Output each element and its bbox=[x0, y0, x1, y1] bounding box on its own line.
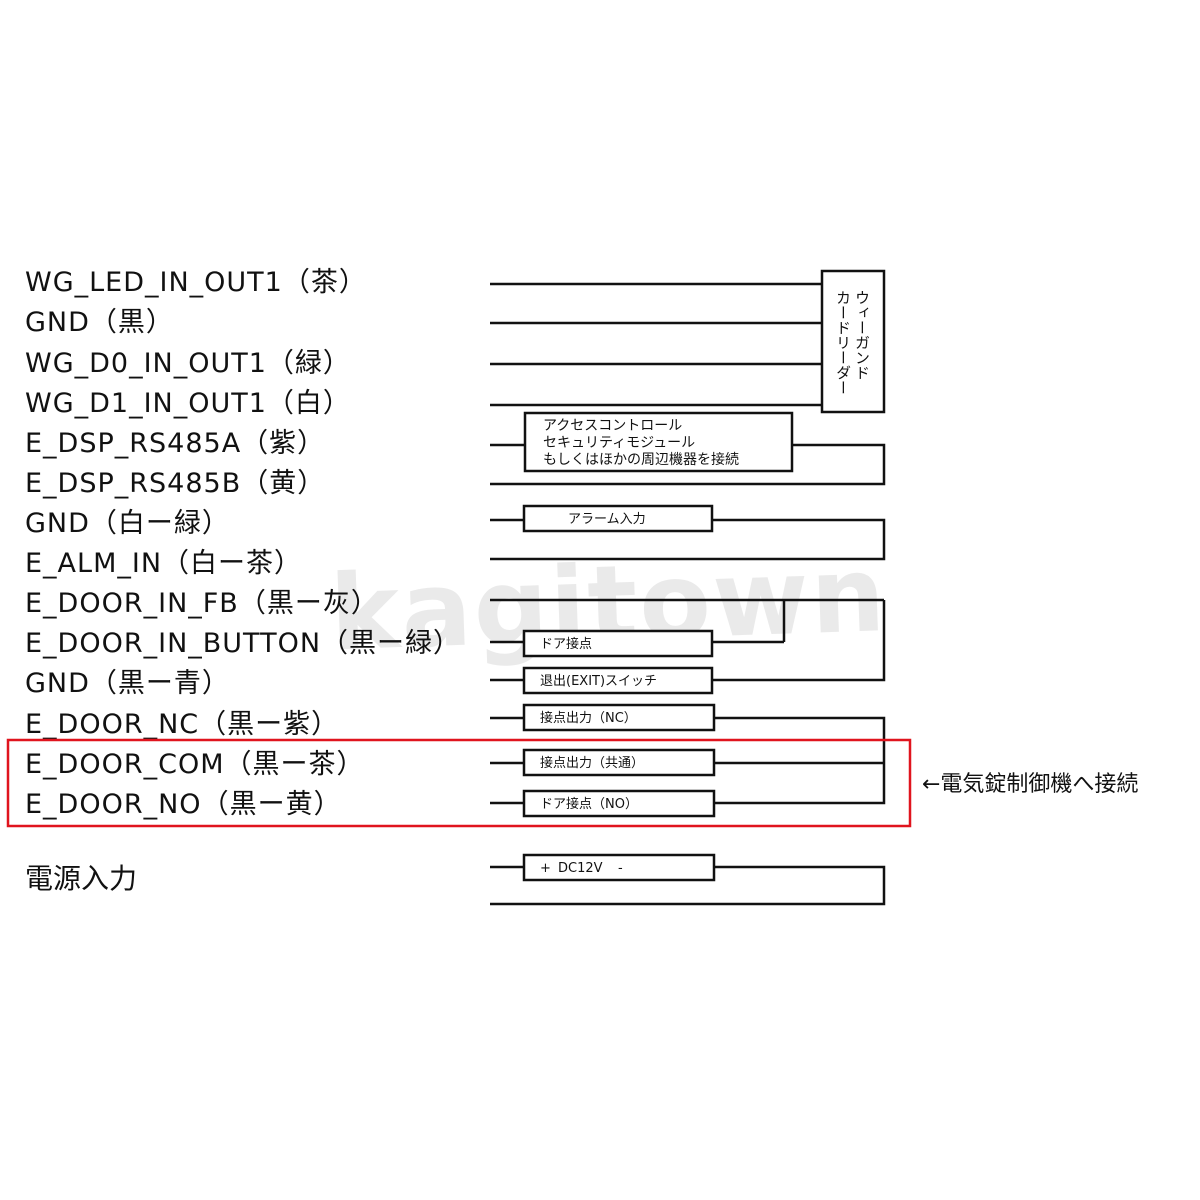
power-wires bbox=[490, 865, 886, 906]
exit-switch-box bbox=[522, 666, 714, 695]
exit-switch-label: 退出(EXIT)スイッチ bbox=[540, 674, 657, 689]
wiegand-reader-box bbox=[820, 269, 886, 414]
door-contact-no-label: ドア接点（NO） bbox=[540, 796, 638, 812]
dc12v-box bbox=[522, 853, 716, 882]
door-contact-box bbox=[522, 629, 714, 658]
electric-lock-note: ←電気錠制御機へ接続 bbox=[922, 772, 1138, 797]
pin-label: E_ALM_IN（白ー茶） bbox=[25, 548, 302, 579]
pin-label: GND（白ー緑） bbox=[25, 508, 230, 539]
wire-loop bbox=[490, 518, 886, 561]
contact-output-com-label: 接点出力（共通） bbox=[540, 755, 644, 771]
pin-label: E_DOOR_NC（黒ー紫） bbox=[25, 709, 339, 740]
pin-label: WG_D0_IN_OUT1（緑） bbox=[25, 348, 351, 379]
access-module-label-3: もしくはほかの周辺機器を接続 bbox=[543, 451, 739, 468]
wire-loop bbox=[490, 865, 886, 906]
door-output-wires bbox=[490, 716, 886, 805]
door-contact-label: ドア接点 bbox=[540, 636, 592, 652]
door-contact-no-box bbox=[522, 789, 716, 818]
pin-label: E_DSP_RS485B（黄） bbox=[25, 468, 325, 499]
pin-label: E_DOOR_COM（黒ー茶） bbox=[25, 749, 365, 780]
pin-label: WG_LED_IN_OUT1（茶） bbox=[25, 267, 367, 298]
contact-output-com-box bbox=[522, 748, 716, 777]
wiegand-reader-label-1: ウィーガンド bbox=[853, 290, 871, 380]
access-module-label-2: セキュリティモジュール bbox=[543, 435, 695, 451]
pin-label: GND（黒） bbox=[25, 307, 174, 338]
highlight-frame bbox=[6, 738, 912, 828]
pin-label: GND（黒ー青） bbox=[25, 668, 230, 699]
wire-loop bbox=[714, 716, 886, 805]
wiegand-wires bbox=[490, 282, 822, 407]
rs485-wires bbox=[490, 443, 886, 486]
alarm-input-label: アラーム入力 bbox=[568, 512, 646, 527]
door-input-wires bbox=[490, 598, 886, 682]
alarm-wires bbox=[490, 518, 886, 561]
pin-label: E_DOOR_NO（黒ー黄） bbox=[25, 789, 342, 820]
pin-labels: WG_LED_IN_OUT1（茶） GND（黒） WG_D0_IN_OUT1（緑… bbox=[25, 267, 461, 895]
pin-label: E_DOOR_IN_BUTTON（黒ー緑） bbox=[25, 628, 461, 659]
dc-minus-label: - bbox=[618, 861, 623, 876]
contact-output-nc-label: 接点出力（NC） bbox=[540, 710, 637, 726]
dc-plus-label: + bbox=[540, 861, 551, 876]
pin-label: WG_D1_IN_OUT1（白） bbox=[25, 388, 351, 419]
wiegand-reader-label-2: カードリーダー bbox=[834, 290, 852, 395]
power-input-label: 電源入力 bbox=[25, 862, 137, 895]
access-module-label-1: アクセスコントロール bbox=[543, 418, 682, 434]
access-control-module-box bbox=[523, 411, 794, 473]
wire-loop bbox=[490, 443, 886, 486]
wire bbox=[712, 600, 886, 682]
dc-voltage-label: DC12V bbox=[558, 861, 603, 876]
contact-output-nc-box bbox=[522, 703, 716, 732]
pin-label: E_DSP_RS485A（紫） bbox=[25, 428, 325, 459]
alarm-input-box bbox=[522, 504, 714, 533]
pin-label: E_DOOR_IN_FB（黒ー灰） bbox=[25, 588, 379, 619]
